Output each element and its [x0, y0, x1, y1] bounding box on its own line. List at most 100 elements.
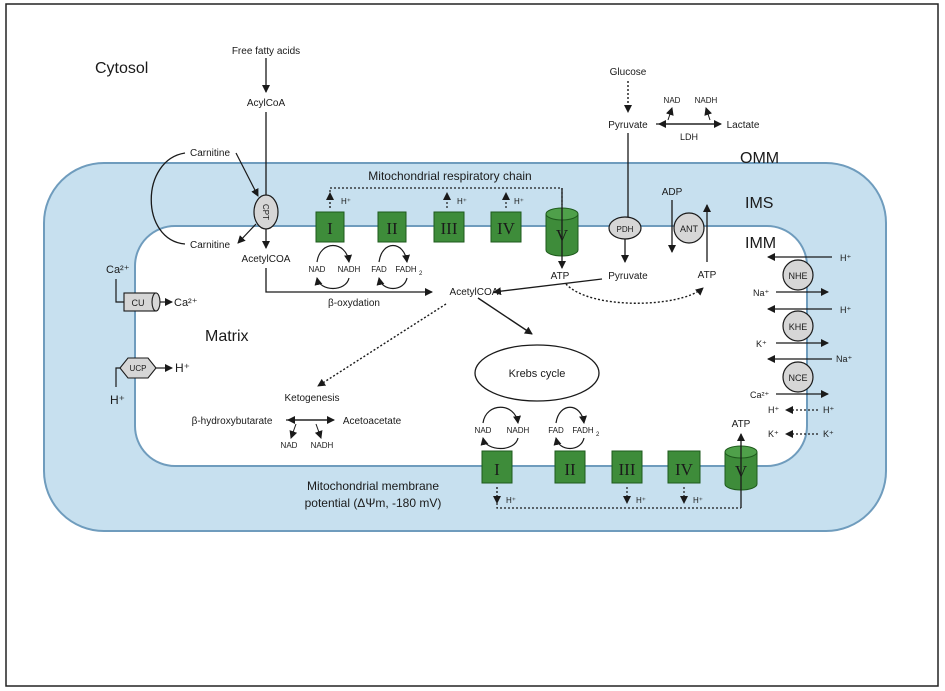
complex-ii-bottom-label: II: [564, 460, 576, 479]
complex-iv-bottom: [667, 450, 701, 484]
fadh2-1-label: FADH: [395, 265, 417, 274]
nad-1-label: NAD: [309, 265, 326, 274]
complex-ii-top: [377, 211, 407, 243]
free-fatty-acids-label: Free fatty acids: [232, 46, 300, 57]
fadh2-cycle-2-arrow: [553, 437, 585, 450]
leak-k-in-label: K⁺: [768, 429, 779, 439]
fad-1-label: FAD: [371, 265, 387, 274]
complex-iii-top-label: III: [441, 219, 458, 238]
complex-iii-top: [433, 211, 465, 243]
ldh-nadh-arrow: [704, 107, 713, 121]
acetylcoa-center-label: AcetylCOA: [450, 287, 499, 298]
ims-label: IMS: [745, 195, 773, 212]
carnitine-shuttle-curve: [150, 152, 186, 245]
ca2-top-label: Ca²⁺: [106, 264, 130, 276]
h-pump-4-bottom-label: H⁺: [693, 496, 703, 505]
nhe-na-label: Na⁺: [753, 288, 770, 298]
nce-na-label: Na⁺: [836, 354, 853, 364]
ucp-h-out-label: H⁺: [175, 361, 190, 375]
keto-nad-arrow: [289, 423, 298, 439]
complex-i-top-label: I: [327, 219, 333, 238]
ant-label: ANT: [680, 224, 699, 234]
beta-hydroxybutarate-label: β-hydroxybutarate: [192, 416, 273, 427]
khe-exchanger: [782, 310, 814, 342]
complex-iii-bottom-label: III: [619, 460, 636, 479]
ucp-label: UCP: [130, 364, 147, 373]
matrix-label: Matrix: [205, 328, 249, 345]
adp-label: ADP: [662, 187, 683, 198]
krebs-label: Krebs cycle: [509, 368, 566, 380]
electron-flow-bottom-dotted-line: [496, 487, 741, 509]
atp-ant-label: ATP: [698, 270, 717, 281]
complex-iv-top-label: IV: [497, 219, 516, 238]
fadh2-cycle-1-arrow: [376, 277, 408, 290]
ucp-h-in-label: H⁺: [110, 393, 125, 407]
nad-keto-label: NAD: [281, 441, 298, 450]
fadh2-2-label: FADH: [572, 426, 594, 435]
khe-h-label: H⁺: [840, 305, 851, 315]
imm-label: IMM: [745, 235, 776, 252]
membrane-potential-line2: potential (ΔΨm, -180 mV): [305, 496, 442, 510]
complex-i-top: [315, 211, 345, 243]
complex-iii-bottom: [611, 450, 643, 484]
inner-membrane-matrix: [134, 225, 808, 467]
ca2-out-label: Ca²⁺: [174, 297, 198, 309]
complex-iv-top: [490, 211, 522, 243]
nhe-exchanger: [782, 259, 814, 291]
leak-k-out-label: K⁺: [823, 429, 834, 439]
nadh-cycle-2-arrow: [480, 437, 519, 450]
h-pump-1-bottom-label: H⁺: [506, 496, 516, 505]
membrane-potential-line1: Mitochondrial membrane: [307, 479, 439, 493]
atp-complex5-label: ATP: [551, 271, 570, 282]
h-pump-4-top-label: H⁺: [514, 197, 524, 206]
nce-exchanger: [782, 361, 814, 393]
complex-i-bottom: [481, 450, 513, 484]
leak-h-in-label: H⁺: [768, 405, 779, 415]
nhe-label: NHE: [788, 271, 807, 281]
nad-cycle-2-arrow: [482, 406, 521, 424]
acetylcoa-to-krebs-arrow: [477, 297, 533, 335]
lactate-label: Lactate: [727, 120, 760, 131]
resp-chain-title: Mitochondrial respiratory chain: [368, 169, 531, 183]
pdh-label: PDH: [617, 225, 634, 234]
atp-transport-dotted-arrow: [565, 283, 704, 304]
ldh-label: LDH: [680, 132, 698, 142]
pyruvate-cyto-label: Pyruvate: [608, 120, 648, 131]
atp-bottom-label: ATP: [732, 419, 751, 430]
ldh-nad-arrow: [665, 107, 674, 121]
fad-2-label: FAD: [548, 426, 564, 435]
carnitine-top-label: Carnitine: [190, 148, 230, 159]
carnitine-in-arrow: [235, 152, 259, 197]
fad-cycle-2-arrow: [555, 406, 587, 424]
beta-oxidation-arrow: [265, 268, 433, 296]
cu-input-line: [115, 279, 124, 303]
complex-ii-bottom: [554, 450, 586, 484]
fadh2-2-subscript: 2: [596, 432, 600, 438]
carnitine-bottom-label: Carnitine: [190, 240, 230, 251]
khe-k-label: K⁺: [756, 339, 767, 349]
nce-ca-label: Ca²⁺: [750, 390, 770, 400]
ketogenesis-label: Ketogenesis: [284, 393, 339, 404]
pyruvate-to-acetylcoa-arrow: [493, 278, 603, 296]
nadh-cycle-1-arrow: [314, 277, 350, 290]
acetoacetate-label: Acetoacetate: [343, 416, 402, 427]
acetylcoa-left-label: AcetylCOA: [242, 254, 291, 265]
nce-label: NCE: [788, 373, 807, 383]
h-pump-3-top-label: H⁺: [457, 197, 467, 206]
acylcoa-label: AcylCoA: [247, 98, 286, 109]
carnitine-out-arrow: [237, 223, 257, 244]
cu-label: CU: [132, 298, 145, 308]
krebs-cycle: [474, 344, 600, 402]
nad-cycle-1-arrow: [316, 245, 353, 263]
glucose-label: Glucose: [610, 67, 647, 78]
ant-transporter: [673, 212, 705, 244]
leak-h-out-label: H⁺: [823, 405, 834, 415]
h-pump-3-bottom-label: H⁺: [636, 496, 646, 505]
nad-ldh-label: NAD: [664, 96, 681, 105]
complex-iv-bottom-label: IV: [675, 460, 694, 479]
cytosol-label: Cytosol: [95, 60, 148, 77]
nadh-ldh-label: NADH: [695, 96, 718, 105]
khe-label: KHE: [789, 322, 808, 332]
pyruvate-matrix-label: Pyruvate: [608, 271, 648, 282]
h-pump-1-top-label: H⁺: [341, 197, 351, 206]
